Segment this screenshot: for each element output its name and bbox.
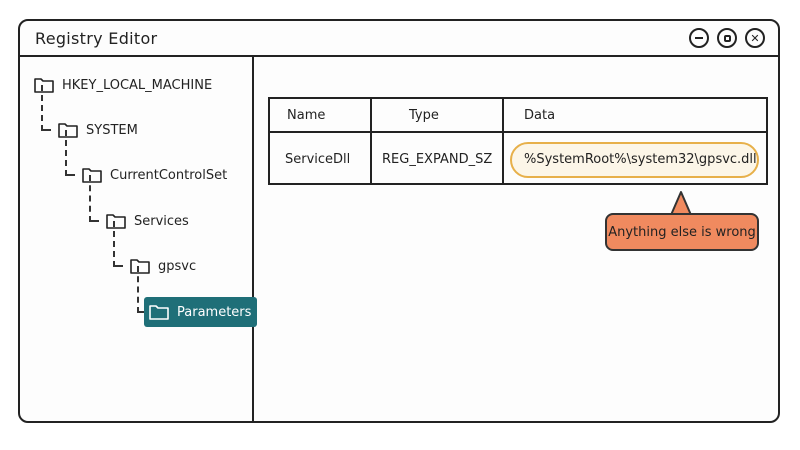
- tree-item-label: gpsvc: [158, 258, 197, 274]
- folder-icon: [82, 168, 102, 183]
- title-bar: Registry Editor ✕: [20, 21, 778, 57]
- close-icon: ✕: [750, 31, 760, 45]
- registry-editor-window: Registry Editor ✕ HKEY_LOCAL_MACHINE SYS…: [18, 19, 780, 423]
- tree-item-label: Services: [134, 213, 189, 229]
- maximize-icon: [723, 34, 731, 42]
- folder-icon: [149, 305, 169, 320]
- column-header-data[interactable]: Data: [524, 108, 556, 123]
- values-table: Name Type Data ServiceDll REG_EXPAND_SZ …: [268, 97, 768, 185]
- folder-icon: [130, 259, 150, 274]
- minimize-icon: [695, 37, 703, 39]
- data-highlight-ring: [510, 142, 759, 178]
- folder-icon: [34, 78, 54, 93]
- tree-connector: [41, 85, 51, 131]
- value-name-cell[interactable]: ServiceDll: [285, 152, 351, 167]
- tree-item-hkey-local-machine[interactable]: HKEY_LOCAL_MACHINE: [34, 72, 212, 98]
- callout-text: Anything else is wrong: [608, 224, 756, 240]
- tree-connector: [113, 221, 123, 267]
- tree-item-system[interactable]: SYSTEM: [58, 117, 138, 143]
- values-pane: Name Type Data ServiceDll REG_EXPAND_SZ …: [254, 57, 778, 421]
- value-data-cell[interactable]: %SystemRoot%\system32\gpsvc.dll: [524, 152, 757, 167]
- tree-item-label: SYSTEM: [86, 122, 138, 138]
- tree-item-label: Parameters: [177, 304, 252, 320]
- tree-item-label: HKEY_LOCAL_MACHINE: [62, 77, 213, 93]
- annotation-callout: Anything else is wrong: [605, 213, 759, 251]
- column-divider: [370, 99, 372, 183]
- close-button[interactable]: ✕: [745, 28, 765, 48]
- tree-connector: [65, 130, 75, 176]
- tree-connector: [89, 175, 99, 222]
- tree-item-services[interactable]: Services: [106, 208, 189, 234]
- registry-tree: HKEY_LOCAL_MACHINE SYSTEM CurrentControl…: [20, 57, 258, 421]
- tree-item-gpsvc[interactable]: gpsvc: [130, 253, 196, 279]
- folder-icon: [106, 214, 126, 229]
- maximize-button[interactable]: [717, 28, 737, 48]
- column-header-name[interactable]: Name: [287, 108, 326, 123]
- value-type-cell[interactable]: REG_EXPAND_SZ: [382, 152, 493, 167]
- window-title: Registry Editor: [35, 29, 158, 48]
- tree-item-currentcontrolset[interactable]: CurrentControlSet: [82, 162, 227, 188]
- tree-connector: [137, 266, 147, 313]
- minimize-button[interactable]: [689, 28, 709, 48]
- column-divider: [502, 99, 504, 183]
- folder-icon: [58, 123, 78, 138]
- table-header-row: [270, 99, 766, 133]
- column-header-type[interactable]: Type: [409, 108, 439, 123]
- tree-item-parameters[interactable]: Parameters: [144, 297, 258, 327]
- tree-item-label: CurrentControlSet: [110, 167, 228, 183]
